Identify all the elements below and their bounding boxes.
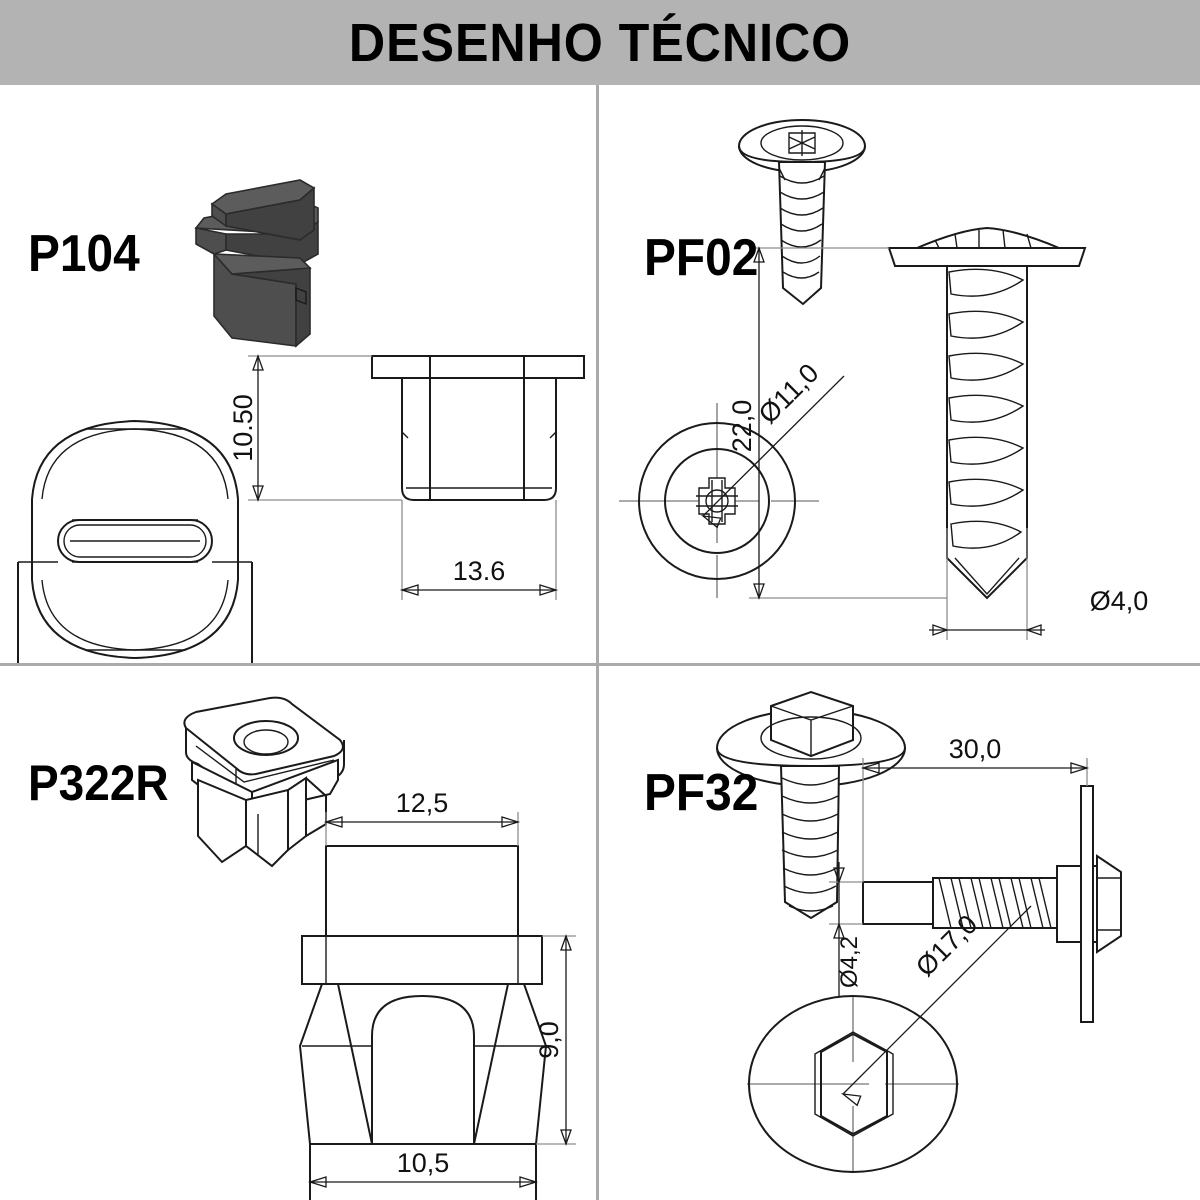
p104-dim-height: 10.50 [228, 354, 402, 502]
p322r-dim-leg-height: 9,0 [534, 934, 576, 1146]
p104-dim-height-text: 10.50 [228, 394, 258, 462]
part-label-p322r: P322R [28, 755, 169, 811]
pf32-bottom-circle-view: Ø17,0 [747, 905, 1032, 1173]
pf02-dim-length-text: 22,0 [727, 400, 757, 453]
pf32-dim-shaft-diameter: Ø4,2 [829, 862, 863, 996]
p322r-dim-top-width: 12,5 [323, 788, 521, 846]
part-label-p104: P104 [28, 225, 140, 283]
sheet-header: DESENHO TÉCNICO [0, 0, 1200, 85]
p322r-dim-body-width: 10,5 [307, 1148, 539, 1188]
p322r-drawing: 12,5 9,0 10,5 [183, 696, 576, 1200]
p104-dim-width: 13.6 [399, 500, 559, 600]
p322r-3d-render [183, 696, 345, 868]
pf02-3d-render [738, 119, 866, 306]
p322r-dim-leg-height-text: 9,0 [534, 1021, 564, 1059]
part-label-pf02: PF02 [644, 229, 759, 287]
pf02-dim-head-diameter-text: Ø11,0 [753, 358, 825, 430]
part-label-pf32: PF32 [644, 764, 759, 822]
pf32-dim-shaft-diameter-text: Ø4,2 [836, 936, 863, 988]
vertical-divider [596, 85, 599, 1200]
p322r-dim-top-width-text: 12,5 [396, 788, 449, 818]
pf32-dim-length-text: 30,0 [949, 734, 1002, 764]
pf02-drawing: Ø11,0 [619, 119, 1148, 640]
pf32-dim-length: 30,0 [860, 734, 1090, 882]
part-panel-pf32: 30,0 Ø4,2 Ø17,0 [599, 666, 1200, 1200]
pf32-3d-render [716, 690, 906, 920]
page-title: DESENHO TÉCNICO [348, 12, 852, 73]
pf02-top-circle-view: Ø11,0 [619, 358, 845, 598]
part-panel-p322r: 12,5 9,0 10,5 P322R [0, 666, 596, 1200]
pf02-dim-length: 22,0 [727, 246, 947, 600]
pf32-side-elevation-view [862, 785, 1122, 1023]
p104-3d-render [194, 179, 319, 348]
p322r-front-section-view [298, 845, 548, 1200]
part-panel-pf02: Ø11,0 [599, 88, 1200, 663]
p104-side-section-view [371, 355, 585, 501]
pf32-drawing: 30,0 Ø4,2 Ø17,0 [716, 690, 1122, 1173]
p322r-dim-body-width-text: 10,5 [397, 1148, 450, 1178]
pf02-dim-shaft-diameter: Ø4,0 [929, 528, 1148, 640]
p104-dim-width-text: 13.6 [453, 556, 506, 586]
p104-top-plan-view [17, 419, 253, 663]
pf02-dim-shaft-diameter-text: Ø4,0 [1090, 586, 1149, 616]
pf02-side-elevation-view [887, 226, 1087, 600]
part-panel-p104: 10.50 13.6 [0, 88, 596, 663]
p104-drawing: 10.50 13.6 [17, 179, 585, 663]
horizontal-divider [0, 663, 1200, 666]
